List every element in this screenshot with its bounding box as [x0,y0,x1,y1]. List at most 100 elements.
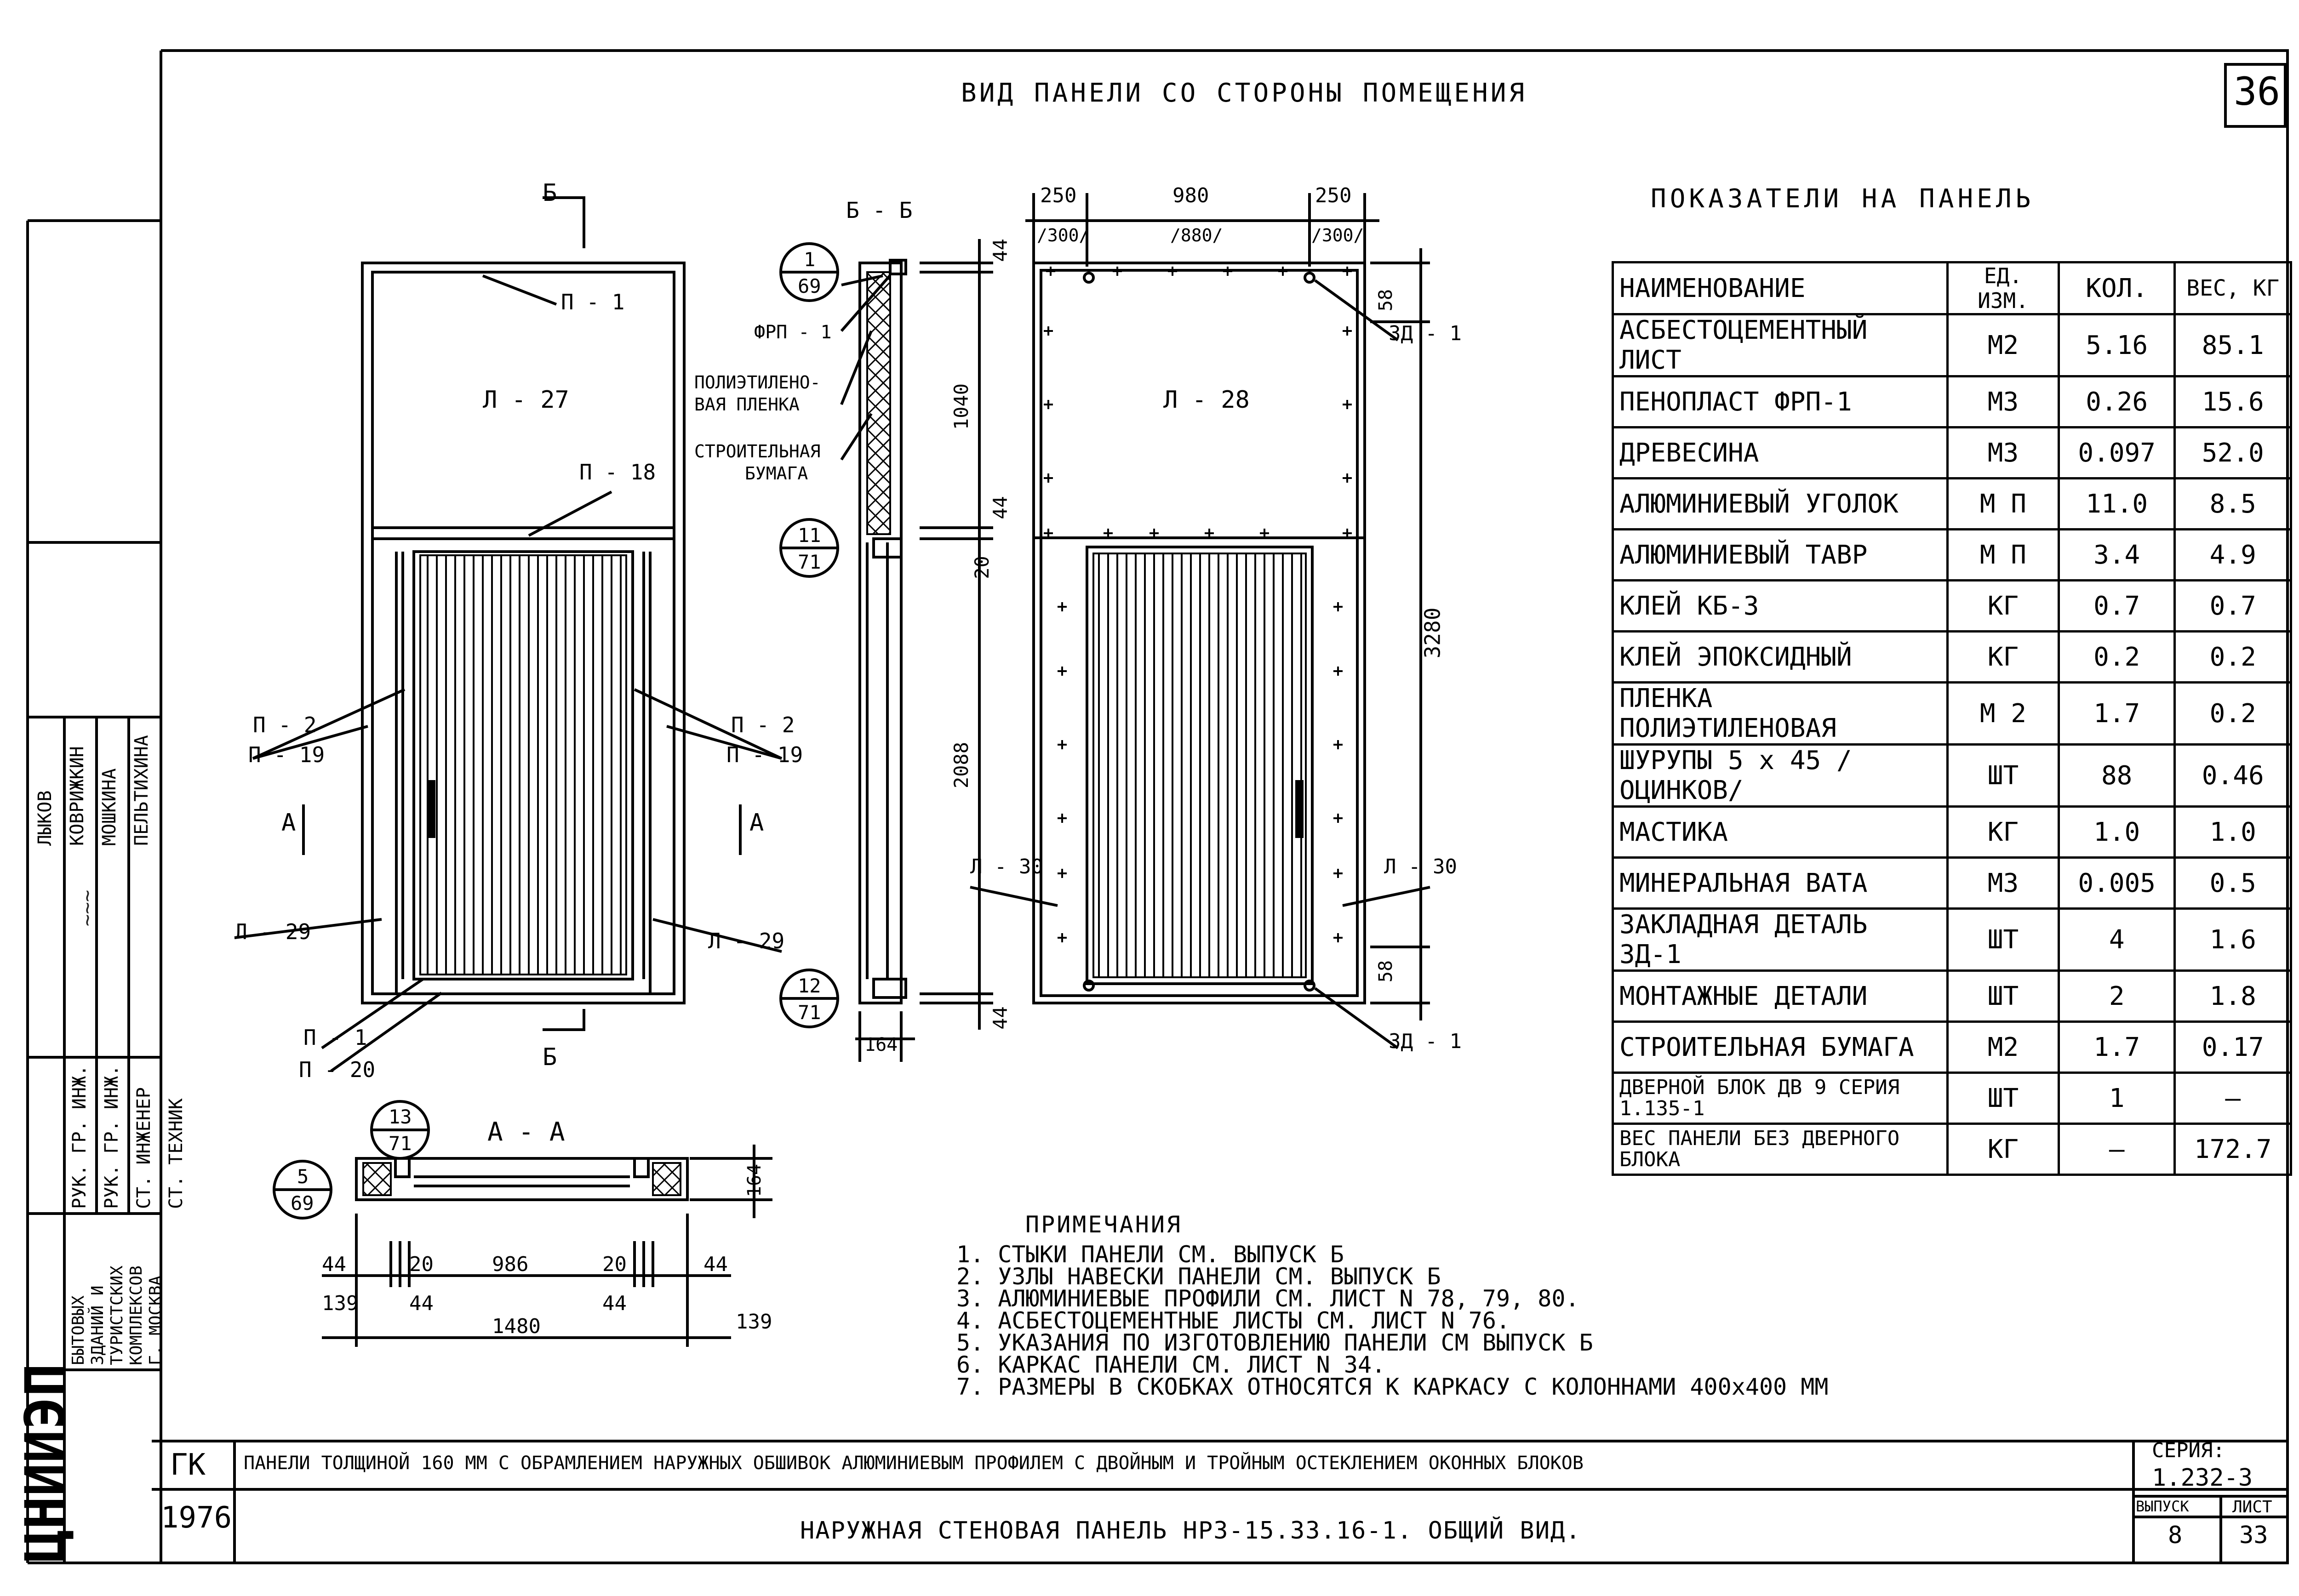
cell-weight: 1.0 [2173,805,2292,859]
cell-qty: 1.7 [2057,681,2176,746]
dim-bb-164: 164 [864,1034,898,1055]
main-title: ВИД ПАНЕЛИ СО СТОРОНЫ ПОМЕЩЕНИЯ [961,78,1527,108]
cell-weight: 1.6 [2173,907,2292,972]
callout-2-num: 11 [798,524,821,547]
label-p2-right: П - 2 [731,712,795,737]
note-item: 2. УЗЛЫ НАВЕСКИ ПАНЕЛИ СМ. ВЫПУСК Б [956,1263,1441,1290]
cell-name: ШУРУПЫ 5 х 45 /ОЦИНКОВ/ [1612,743,1949,808]
cell-qty: 5.16 [2057,313,2176,377]
cell-weight: 0.2 [2173,630,2292,684]
cell-weight: 15.6 [2173,375,2292,428]
stamp-org-line: КОМПЛЕКСОВ [127,1265,146,1365]
stamp-name: ПЕЛЬТИХИНА [131,735,152,846]
cell-qty: 1 [2057,1072,2176,1125]
label-zd1-top: ЗД - 1 [1389,322,1462,345]
dim-right-58-bot: 58 [1375,960,1397,983]
note-item: 6. КАРКАС ПАНЕЛИ СМ. ЛИСТ N 34. [956,1351,1386,1378]
note-item: 1. СТЫКИ ПАНЕЛИ СМ. ВЫПУСК Б [956,1241,1344,1268]
label-p1-top: П - 1 [561,290,625,314]
cell-qty: 4 [2057,907,2176,972]
cell-unit: ШТ [1946,907,2060,972]
cell-name: МАСТИКА [1612,805,1949,859]
dim-aa-986: 986 [492,1253,529,1276]
cell-name: МОНТАЖНЫЕ ДЕТАЛИ [1612,969,1949,1023]
dim-aa-20-l: 20 [409,1253,434,1276]
tb-sheet-value: 33 [2239,1522,2268,1549]
label-l27: Л - 27 [483,386,569,414]
dim-aa-44-l: 44 [322,1253,346,1276]
cell-name: АЛЮМИНИЕВЫЙ ТАВР [1612,528,1949,581]
label-paper-1: СТРОИТЕЛЬНАЯ [694,441,821,462]
cell-unit: КГ [1946,579,2060,633]
tb-issue-label: ВЫПУСК [2136,1498,2189,1515]
callout-13-den: 71 [389,1132,412,1155]
indicators-title: ПОКАЗАТЕЛИ НА ПАНЕЛЬ [1651,184,2035,214]
header-weight: ВЕС, КГ [2173,261,2292,315]
cell-qty: 0.005 [2057,856,2176,910]
cell-qty: 0.097 [2057,426,2176,479]
cell-qty: 0.7 [2057,579,2176,633]
cell-qty: 0.26 [2057,375,2176,428]
cell-name: КЛЕЙ ЭПОКСИДНЫЙ [1612,630,1949,684]
cell-unit: КГ [1946,630,2060,684]
dim-aa-44-l2: 44 [409,1292,434,1315]
callout-3-num: 12 [798,975,821,997]
cell-unit: ШТ [1946,969,2060,1023]
note-item: 7. РАЗМЕРЫ В СКОБКАХ ОТНОСЯТСЯ К КАРКАСУ… [956,1374,1829,1400]
tb-series-value: 1.232-3 [2152,1464,2253,1492]
section-bb-title: Б - Б [846,198,913,223]
label-film-1: ПОЛИЭТИЛЕНО- [694,372,821,393]
stamp-role: РУК. ГР. ИНЖ. [101,1065,122,1209]
note-item: 3. АЛЮМИНИЕВЫЕ ПРОФИЛИ СМ. ЛИСТ N 78, 79… [956,1285,1579,1312]
cell-weight: 0.7 [2173,579,2292,633]
dim-right-58-top: 58 [1375,289,1397,312]
cell-unit: М2 [1946,313,2060,377]
label-p20: П - 20 [299,1057,376,1082]
callout-5-den: 69 [291,1192,314,1214]
cell-unit: КГ [1946,1123,2060,1176]
label-p19-left: П - 19 [248,742,325,767]
cell-name: КЛЕЙ КБ-3 [1612,579,1949,633]
cell-name: ЗАКЛАДНАЯ ДЕТАЛЬ ЗД-1 [1612,907,1949,972]
cell-weight: 8.5 [2173,477,2292,530]
label-p1-bottom: П - 1 [303,1025,367,1050]
callout-1-num: 1 [804,248,816,271]
cell-weight: 0.2 [2173,681,2292,746]
cell-qty: 88 [2057,743,2176,808]
label-p2-left: П - 2 [253,712,317,737]
stamp-name: КОВРИЖКИН [67,746,88,846]
section-mark-b-bottom: Б [543,1043,557,1071]
stamp-role: СТ. ИНЖЕНЕР [133,1087,154,1209]
label-l30-left: Л - 30 [970,855,1043,878]
cell-unit: КГ [1946,805,2060,859]
tb-series-title: ПАНЕЛИ ТОЛЩИНОЙ 160 ММ С ОБРАМЛЕНИЕМ НАР… [244,1453,1584,1474]
dim-aa-1480: 1480 [492,1315,541,1338]
stamp-org-line: Г. МОСКВА [146,1275,165,1365]
label-l29-right: Л - 29 [708,929,785,953]
cell-qty: 11.0 [2057,477,2176,530]
header-unit: ЕД. ИЗМ. [1946,261,2060,315]
cell-name: АСБЕСТОЦЕМЕНТНЫЙ ЛИСТ [1612,313,1949,377]
section-mark-a-left: А [281,809,296,837]
cell-qty: 3.4 [2057,528,2176,581]
dim-bb-1040: 1040 [950,383,973,430]
cell-unit: М 2 [1946,681,2060,746]
header-qty: КОЛ. [2057,261,2176,315]
cell-qty: 1.0 [2057,805,2176,859]
stamp-name: МОШКИНА [99,768,120,846]
dim-aa-139-l: 139 [322,1292,359,1315]
section-mark-a-right: А [749,809,764,837]
cell-name: АЛЮМИНИЕВЫЙ УГОЛОК [1612,477,1949,530]
cell-unit: ШТ [1946,1072,2060,1125]
dim-top-250-right: 250 [1315,184,1352,207]
cell-qty: 1.7 [2057,1020,2176,1074]
stamp-role: СТ. ТЕХНИК [166,1098,187,1209]
cell-unit: М3 [1946,856,2060,910]
